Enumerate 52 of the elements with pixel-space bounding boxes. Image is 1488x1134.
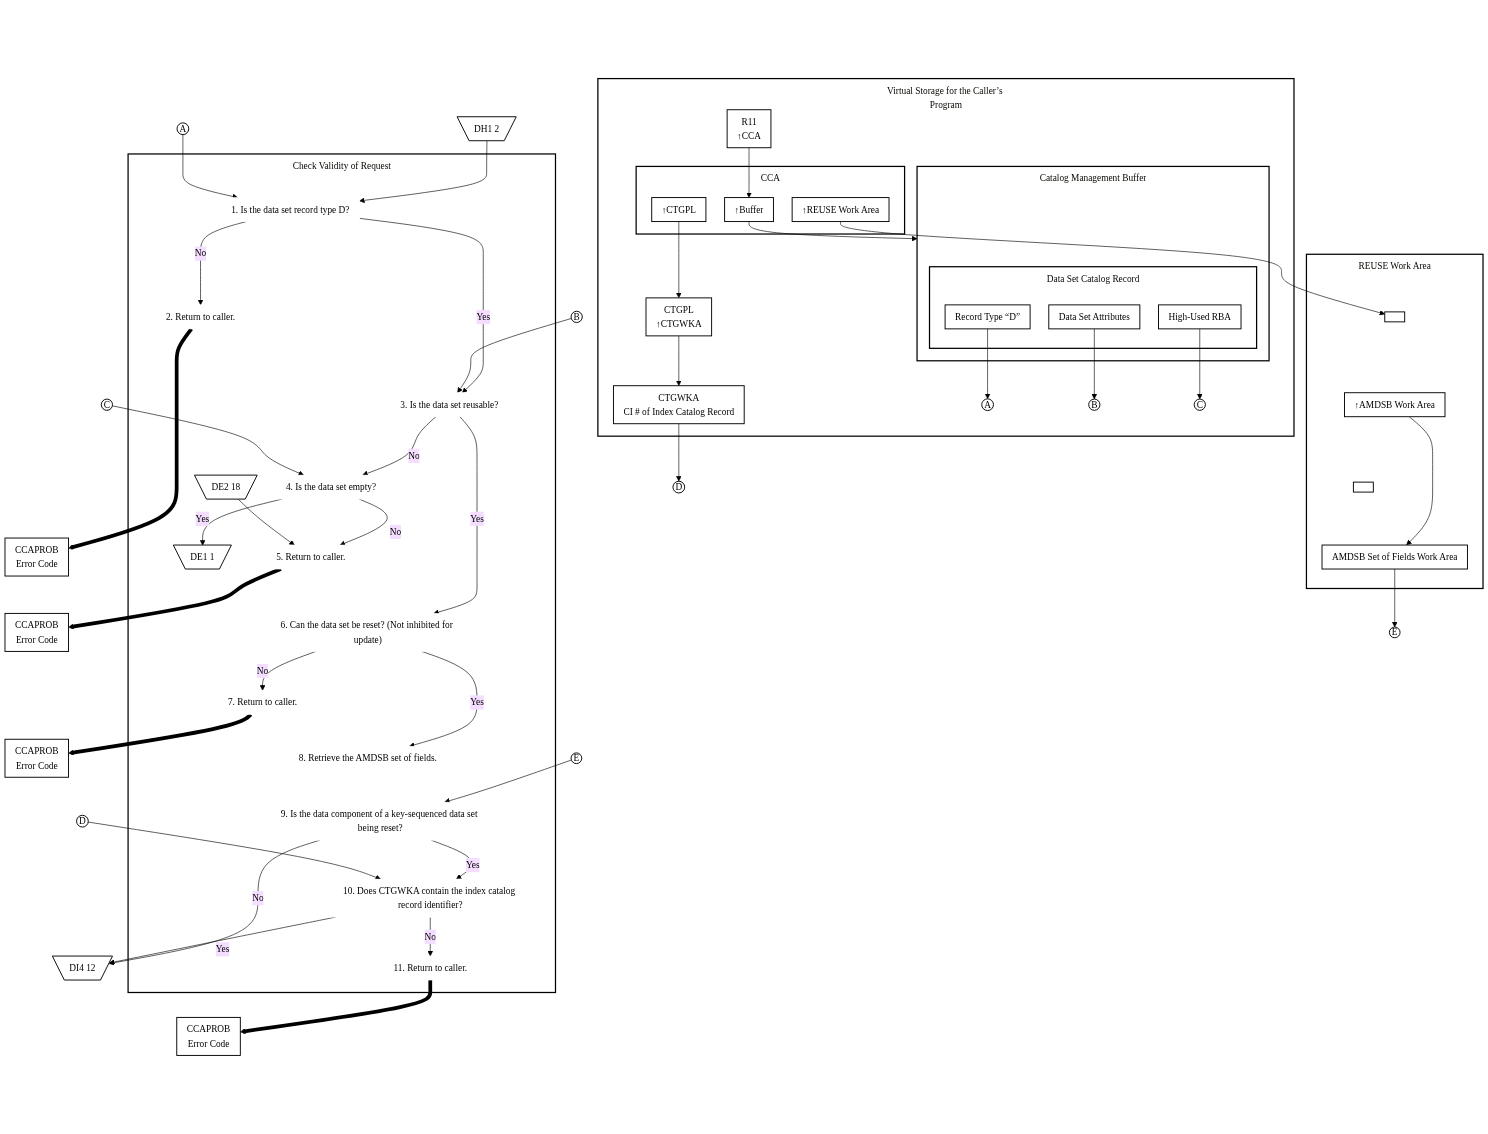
- node-circle: E: [570, 752, 583, 765]
- node-text: 4. Is the data set empty?: [285, 481, 377, 492]
- node-box: CCAPROB Error Code: [4, 537, 69, 577]
- node-box: [1352, 481, 1374, 493]
- node-box: ↑REUSE Work Area: [791, 197, 890, 223]
- node-box: CCAPROB Error Code: [4, 612, 69, 652]
- node-box: CCAPROB Error Code: [4, 738, 69, 778]
- arrow: [68, 327, 193, 550]
- arrow: [240, 980, 433, 1034]
- node-box: ↑Buffer: [724, 197, 774, 223]
- node-box: CCAPROB Error Code: [176, 1016, 241, 1056]
- node-text: 2. Return to caller.: [165, 311, 236, 322]
- edge-label: No: [389, 526, 402, 537]
- node-circle: E: [1388, 626, 1401, 639]
- node-box: [1384, 311, 1406, 323]
- node-text: 10. Does CTGWKA contain the index catalog record identifier?: [343, 885, 516, 910]
- node-circle: C: [100, 398, 113, 411]
- node-circle: B: [570, 310, 583, 323]
- node-box: High-Used RBA: [1158, 304, 1242, 330]
- node-box: CTGWKA CI # of Index Catalog Record: [612, 385, 745, 425]
- node-text: 3. Is the data set reusable?: [400, 399, 499, 410]
- node-box: CTGPL ↑CTGWKA: [645, 297, 713, 337]
- node-text: 9. Is the data component of a key-sequenced data set being reset?: [280, 809, 478, 834]
- node-text: 6. Can the data set be reset? (Not inhibited for update): [280, 620, 453, 645]
- node-box: Record Type “D”: [944, 304, 1031, 330]
- arrow: [68, 713, 253, 756]
- node-text: 1. Is the data set record type D?: [231, 204, 350, 215]
- node-text: 11. Return to caller.: [393, 962, 468, 973]
- edge-label: No: [256, 665, 269, 676]
- node-circle: C: [1193, 398, 1206, 411]
- node-box: ↑CTGPL: [651, 197, 707, 223]
- edge-label: Yes: [215, 944, 230, 955]
- node-circle: B: [1088, 398, 1101, 411]
- edge-label: Yes: [470, 513, 484, 524]
- node-box: ↑AMDSB Work Area: [1344, 392, 1446, 418]
- node-circle: A: [981, 398, 994, 412]
- edge-label: No: [424, 931, 436, 942]
- node-box: R11 ↑CCA: [726, 109, 772, 149]
- edge-label: Yes: [465, 859, 480, 870]
- node-box: Data Set Attributes: [1048, 304, 1141, 330]
- node-box: AMDSB Set of Fields Work Area: [1321, 544, 1468, 570]
- edge-label: Yes: [476, 311, 491, 322]
- edge-label: No: [194, 248, 207, 259]
- edge-label: No: [252, 892, 264, 903]
- node-text: 7. Return to caller.: [227, 697, 298, 708]
- edge-label: Yes: [470, 697, 484, 708]
- node-circle: D: [76, 814, 89, 828]
- edge-label: No: [408, 450, 420, 461]
- node-circle: D: [672, 480, 686, 494]
- node-text: 8. Retrieve the AMDSB set of fields.: [298, 753, 437, 764]
- node-circle: A: [176, 122, 190, 136]
- edge-label: Yes: [195, 513, 210, 524]
